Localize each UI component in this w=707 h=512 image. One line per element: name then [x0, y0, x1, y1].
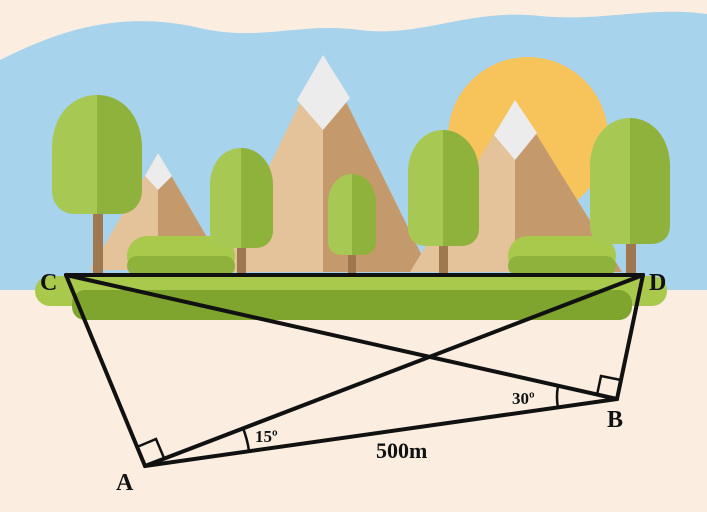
tree-center-small [328, 174, 376, 277]
right-angle-marker-B [595, 374, 622, 396]
segment-AB [143, 397, 619, 468]
segment-CB [64, 273, 619, 401]
angle-arc-B [555, 385, 560, 409]
geometry-lines [64, 273, 645, 468]
bush-right [508, 236, 616, 276]
tree-far-left [52, 95, 142, 277]
point-label-A: A [116, 470, 134, 496]
grass-strip [35, 276, 667, 320]
tree-far-right [590, 118, 670, 277]
tree-left-center [210, 148, 273, 277]
segment-AD [143, 273, 645, 468]
segment-CA [64, 273, 147, 468]
segment-DB [615, 273, 645, 401]
angle-arc-A [241, 427, 251, 452]
point-label-D: D [649, 270, 666, 296]
right-angle-marker-A [136, 437, 166, 459]
angle-label-B: 30º [512, 389, 535, 408]
tree-right-center [408, 130, 479, 277]
point-label-C: C [40, 270, 57, 296]
angle-label-A: 15º [255, 427, 278, 446]
point-label-B: B [607, 407, 623, 433]
bush-left [127, 236, 235, 276]
distance-label-AB: 500m [376, 438, 427, 463]
